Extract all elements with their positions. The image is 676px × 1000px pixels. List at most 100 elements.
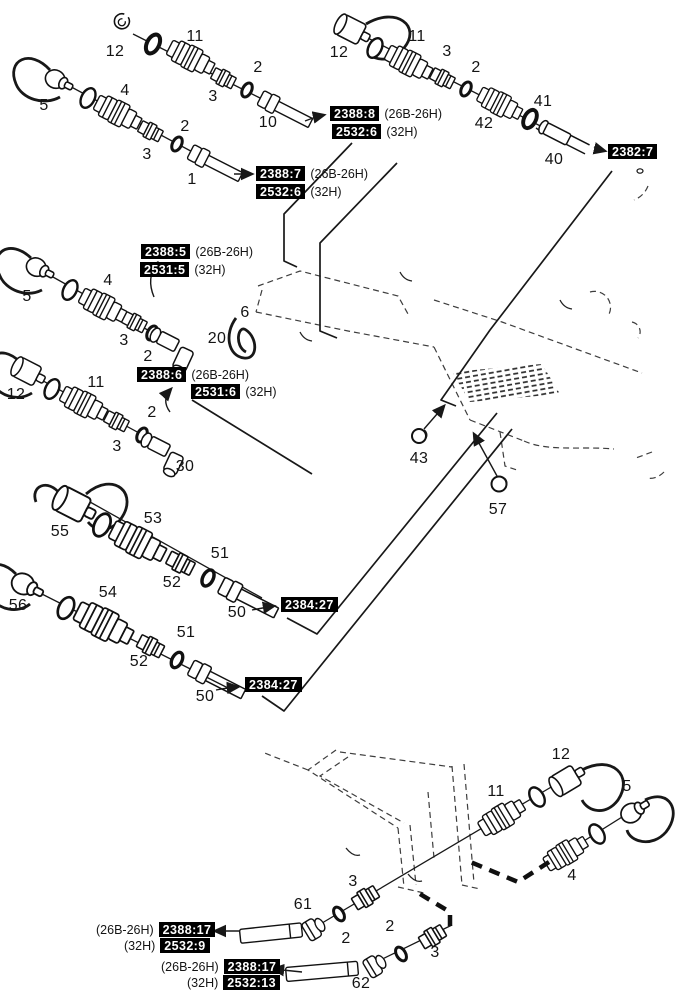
part-code: 2532:6 [256, 184, 306, 199]
part-ref-2: 2 [385, 918, 395, 935]
part-code: 2388:7 [256, 166, 306, 181]
machine-grille-hatch [452, 364, 560, 402]
assembly-coupler-1 [12, 57, 255, 186]
part-ref-3: 3 [119, 332, 129, 349]
part-ref-3: 3 [142, 146, 152, 163]
assembly-elbow-30 [0, 351, 184, 478]
part-code: 2532:9 [160, 938, 210, 953]
part-code: 2388:17 [158, 922, 216, 937]
hose-62 [285, 960, 360, 982]
part-ref-3: 3 [112, 438, 122, 455]
part-ref-12: 12 [551, 746, 571, 763]
part-ref-5: 5 [39, 97, 49, 114]
part-ref-4: 4 [103, 272, 113, 289]
part-ref-51: 51 [176, 624, 196, 641]
part-ref-52: 52 [129, 653, 149, 670]
assembly-bottom-upper [212, 759, 625, 944]
part-code: 2388:17 [223, 959, 281, 974]
part-code: 2532:13 [223, 975, 280, 990]
part-ref-11: 11 [87, 374, 105, 391]
part-ref-51: 51 [210, 545, 230, 562]
leader-lines [191, 142, 613, 712]
callout-2388-17b: (26B-26H) 2388:17 [161, 959, 281, 974]
part-ref-54: 54 [98, 584, 118, 601]
part-ref-42: 42 [474, 115, 494, 132]
assembly-hose-50-lower [0, 563, 249, 704]
part-ref-5: 5 [622, 778, 632, 795]
part-ref-50: 50 [195, 688, 215, 705]
part-ref-11: 11 [186, 28, 204, 45]
part-ref-2: 2 [180, 118, 190, 135]
callout-2388-17: (26B-26H) 2388:17 [96, 922, 216, 937]
callout-2532-6: 2532:6 (32H) [332, 124, 418, 139]
model-qualifier: (26B-26H) [195, 244, 253, 259]
assembly-hose-50-upper [33, 482, 282, 623]
part-ref-3: 3 [208, 88, 218, 105]
part-ref-43: 43 [409, 450, 429, 467]
assembly-coupler-40 [330, 11, 608, 155]
part-ref-2: 2 [253, 59, 263, 76]
model-qualifier: (32H) [124, 938, 156, 953]
part-ref-4: 4 [120, 82, 130, 99]
callout-2388-7: 2388:7 (26B-26H) [256, 166, 368, 181]
model-qualifier: (26B-26H) [161, 959, 219, 974]
part-code: 2531:5 [140, 262, 190, 277]
part-ref-2: 2 [143, 348, 153, 365]
part-ref-2: 2 [341, 930, 351, 947]
part-code: 2388:8 [330, 106, 380, 121]
part-code: 2532:6 [332, 124, 382, 139]
callout-2388-5: 2388:5 (26B-26H) [141, 244, 253, 259]
part-ref-11: 11 [408, 28, 426, 45]
callout-2388-8: 2388:8 (26B-26H) [330, 106, 442, 121]
hose-61 [238, 922, 304, 944]
part-code: 2388:5 [141, 244, 191, 259]
callout-2388-6: 2388:6 (26B-26H) [137, 367, 249, 382]
part-ref-12: 12 [105, 43, 125, 60]
model-qualifier: (26B-26H) [191, 367, 249, 382]
part-ref-10: 10 [258, 114, 278, 131]
model-qualifier: (32H) [187, 975, 219, 990]
callout-2384-27b: 2384:27 [245, 677, 302, 692]
model-qualifier: (26B-26H) [96, 922, 154, 937]
part-ref-40: 40 [544, 151, 564, 168]
part-ref-41: 41 [533, 93, 553, 110]
part-ref-6: 6 [240, 304, 250, 321]
part-ref-57: 57 [488, 501, 508, 518]
part-ref-53: 53 [143, 510, 163, 527]
model-qualifier: (32H) [386, 124, 418, 139]
part-ref-4: 4 [567, 867, 577, 884]
part-ref-11: 11 [487, 783, 505, 800]
part-ref-20: 20 [207, 330, 227, 347]
model-qualifier: (32H) [310, 184, 342, 199]
callout-2532-9: (32H) 2532:9 [124, 938, 210, 953]
model-qualifier: (32H) [194, 262, 226, 277]
callout-2382-7: 2382:7 [608, 144, 658, 159]
plug-43 [411, 403, 446, 444]
part-code: 2531:6 [191, 384, 241, 399]
part-ref-1: 1 [187, 171, 197, 188]
part-ref-3: 3 [442, 43, 452, 60]
part-ref-50: 50 [227, 604, 247, 621]
callout-2531-6: 2531:6 (32H) [191, 384, 277, 399]
part-ref-56: 56 [8, 597, 28, 614]
plug-57 [472, 431, 508, 493]
model-qualifier: (26B-26H) [384, 106, 442, 121]
part-ref-55: 55 [50, 523, 70, 540]
part-ref-5: 5 [22, 288, 32, 305]
part-code: 2382:7 [608, 144, 658, 159]
part-ref-3: 3 [348, 873, 358, 890]
part-ref-2: 2 [147, 404, 157, 421]
part-ref-52: 52 [162, 574, 182, 591]
cable-clip-6 [227, 317, 257, 360]
part-ref-12: 12 [6, 386, 26, 403]
part-ref-3: 3 [430, 944, 440, 961]
part-code: 2384:27 [281, 597, 338, 612]
model-qualifier: (32H) [245, 384, 277, 399]
callout-2531-5: 2531:5 (32H) [140, 262, 226, 277]
assembly-bottom-lower [270, 793, 675, 982]
bottom-bracket-outline [261, 749, 481, 894]
callout-2384-27: 2384:27 [281, 597, 338, 612]
part-ref-2: 2 [471, 59, 481, 76]
